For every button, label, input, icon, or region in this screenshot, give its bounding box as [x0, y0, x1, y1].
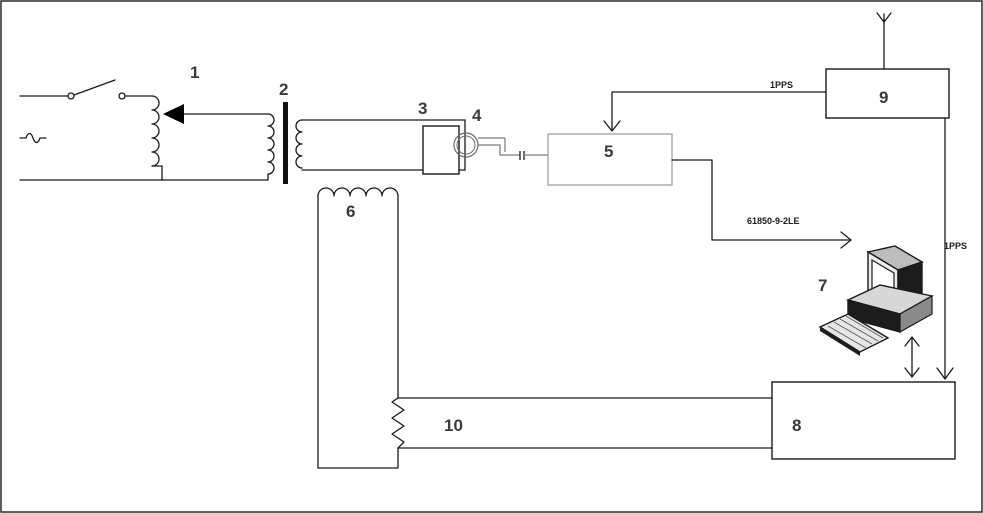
sv-stream-arrow — [840, 231, 852, 249]
switch-icon — [19, 79, 153, 100]
label-9: 9 — [879, 88, 888, 107]
autotransformer — [151, 95, 269, 181]
pps-label-right: 1PPS — [944, 241, 967, 251]
reference-transformer-6 — [317, 187, 399, 197]
antenna-icon — [876, 12, 892, 70]
wiper-arrow — [163, 104, 184, 124]
pps-arrow-8 — [936, 367, 954, 380]
current-sensor-4 — [453, 132, 548, 160]
pps-label-top: 1PPS — [770, 80, 793, 90]
label-1: 1 — [190, 63, 199, 82]
label-8: 8 — [792, 416, 801, 435]
pps-link-to-5 — [611, 91, 827, 131]
transformer-secondary — [295, 119, 303, 169]
label-7: 7 — [818, 276, 827, 295]
ac-source-icon — [19, 132, 47, 144]
label-2: 2 — [279, 80, 288, 99]
sv-stream-link — [671, 159, 851, 241]
protocol-label: 61850-9-2LE — [747, 216, 800, 226]
resistor-icon — [391, 397, 405, 449]
label-3: 3 — [418, 99, 427, 118]
measurement-block-8 — [771, 381, 956, 460]
computer-icon — [818, 245, 934, 356]
merging-unit-block-5 — [547, 133, 673, 186]
label-10: 10 — [444, 416, 463, 435]
bidirectional-arrow — [904, 336, 920, 378]
sensor-box-3 — [422, 125, 460, 175]
pps-arrow-5 — [603, 120, 621, 132]
label-6: 6 — [346, 202, 355, 221]
label-5: 5 — [604, 142, 613, 161]
transformer-primary — [267, 113, 275, 181]
transformer-core — [283, 102, 288, 184]
gps-receiver-block-9 — [825, 68, 950, 119]
reference-loop-left — [317, 195, 399, 469]
label-4: 4 — [472, 106, 482, 125]
